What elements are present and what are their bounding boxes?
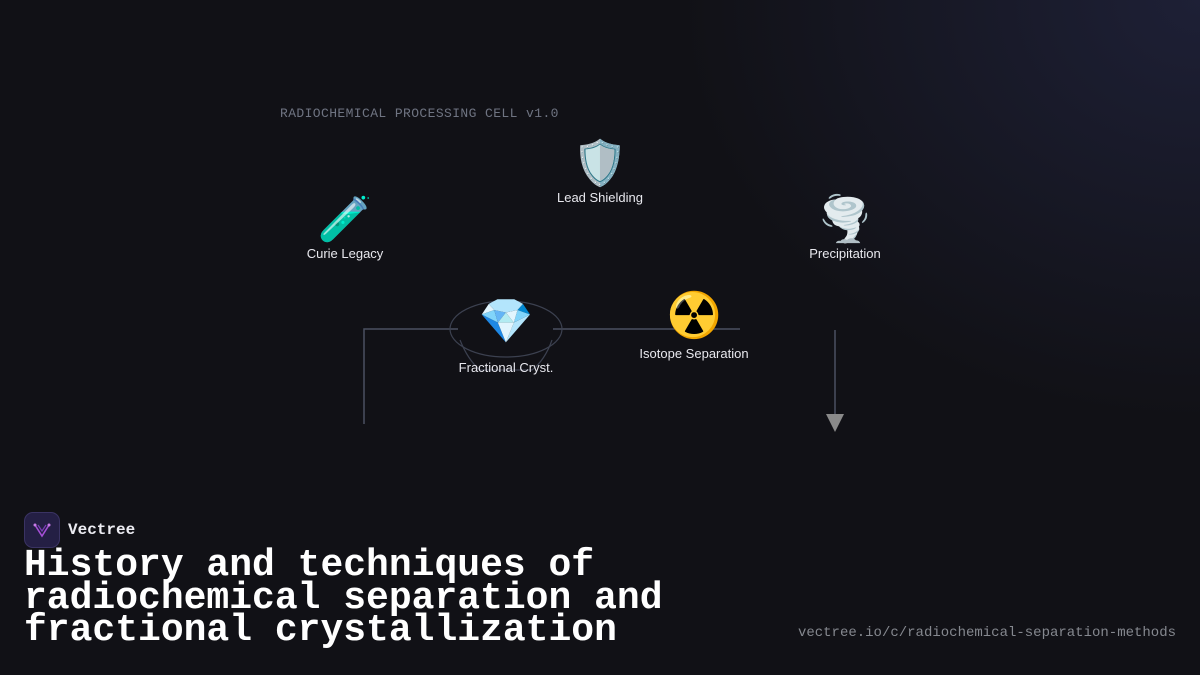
crystallization-vessel-rim	[449, 300, 563, 358]
crystallization-vessel-body	[459, 339, 553, 371]
node-fractional-crystallization[interactable]: 💎 Fractional Cryst.	[459, 296, 554, 375]
node-isotope-separation[interactable]: ☢️ Isotope Separation	[639, 290, 748, 361]
node-lead-shielding[interactable]: 🛡️ Lead Shielding	[557, 138, 643, 205]
node-label: Curie Legacy	[306, 246, 384, 261]
vectree-logo-icon	[24, 512, 60, 548]
tornado-icon: 🌪️	[817, 195, 873, 244]
brand[interactable]: Vectree	[24, 512, 135, 548]
node-label: Fractional Cryst.	[458, 360, 554, 375]
radioactive-icon: ☢️	[666, 291, 722, 340]
connector-curie-to-crystallization	[363, 328, 458, 424]
brand-name: Vectree	[68, 521, 136, 539]
page-headline: History and techniques of radiochemical …	[24, 544, 663, 652]
test-tube-icon: 🧪	[317, 195, 373, 244]
shield-icon: 🛡️	[572, 139, 628, 188]
source-url[interactable]: vectree.io/c/radiochemical-separation-me…	[797, 625, 1176, 641]
node-precipitation[interactable]: 🌪️ Precipitation	[809, 194, 881, 261]
node-label: Lead Shielding	[556, 190, 644, 205]
node-label: Isotope Separation	[639, 346, 749, 361]
gem-icon: 💎	[478, 297, 534, 346]
node-label: Precipitation	[809, 246, 881, 261]
arrow-head-down	[826, 414, 844, 432]
node-curie-legacy[interactable]: 🧪 Curie Legacy	[307, 194, 384, 261]
diagram-title: RADIOCHEMICAL PROCESSING CELL v1.0	[280, 106, 559, 121]
